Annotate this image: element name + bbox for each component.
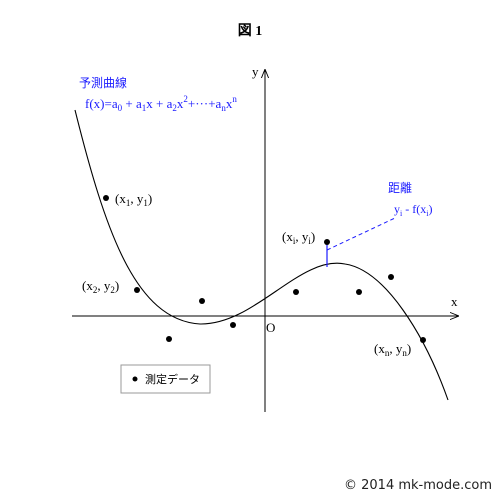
distance-expression: yi - f(xi) <box>394 202 432 218</box>
point-label-i: (xi, yi) <box>282 229 315 246</box>
data-point <box>199 298 205 304</box>
point-label-1: (x1, y1) <box>115 191 152 208</box>
data-point <box>356 289 362 295</box>
data-point <box>420 337 426 343</box>
data-point <box>230 322 236 328</box>
legend-label: 測定データ <box>145 372 200 386</box>
prediction-formula: f(x)=a0 + a1x + a2x2+···+anxn <box>85 94 237 113</box>
data-point <box>166 336 172 342</box>
y-axis-label: y <box>252 64 259 79</box>
data-point <box>388 274 394 280</box>
prediction-curve <box>74 109 449 401</box>
point-label-n: (xn, yn) <box>374 341 411 358</box>
data-point <box>103 195 109 201</box>
distance-leader-line <box>326 217 396 251</box>
data-point <box>134 287 140 293</box>
data-point <box>293 289 299 295</box>
distance-label: 距離 <box>388 181 412 195</box>
data-point <box>324 239 330 245</box>
copyright-notice: © 2014 mk-mode.com <box>344 478 492 493</box>
point-label-2: (x2, y2) <box>82 278 119 295</box>
legend-marker <box>132 376 138 382</box>
prediction-curve-label: 予測曲線 <box>79 75 127 90</box>
origin-label: O <box>266 320 275 335</box>
legend: 測定データ <box>120 364 211 394</box>
figure-title: 図 1 <box>237 24 263 39</box>
x-axis-label: x <box>451 294 458 309</box>
